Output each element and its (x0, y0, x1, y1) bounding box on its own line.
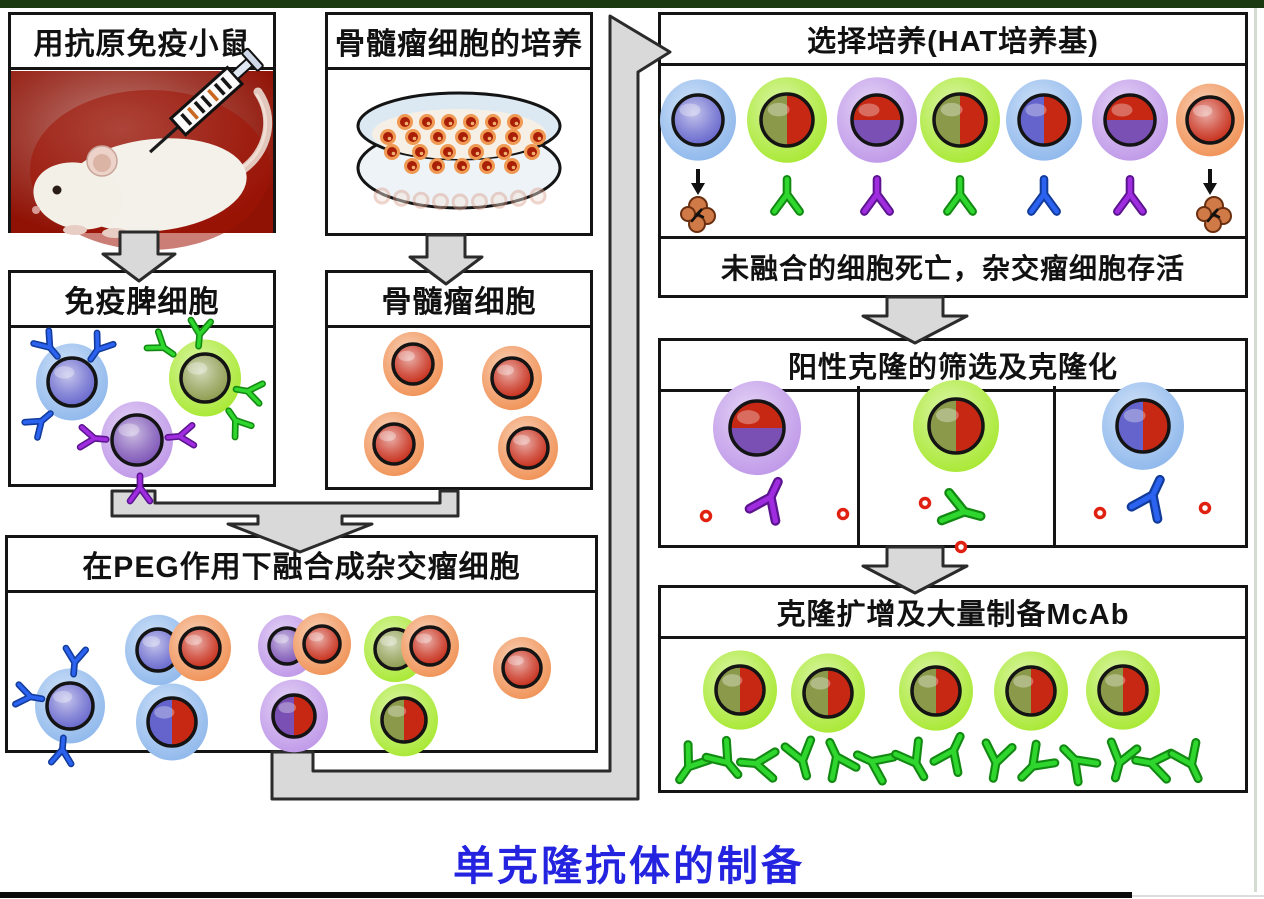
label: 骨髓瘤细胞 (381, 286, 537, 319)
box-immune-spleen-cells-title: 免疫脾细胞 (11, 273, 273, 328)
panel-hat-selection-title: 选择培养(HAT培养基) (661, 15, 1245, 66)
box-peg-fusion: 在PEG作用下融合成杂交瘤细胞 (5, 535, 598, 753)
label: 在PEG作用下融合成杂交瘤细胞 (82, 551, 521, 584)
box-myeloma-cells: 骨髓瘤细胞 (325, 270, 593, 490)
box-peg-fusion-title: 在PEG作用下融合成杂交瘤细胞 (8, 538, 595, 593)
label: 单克隆抗体的制备 (453, 843, 805, 889)
box-immune-spleen-cells: 免疫脾细胞 (8, 270, 276, 487)
label: 骨髓瘤细胞的培养 (335, 28, 583, 61)
label: 用抗原免疫小鼠 (33, 28, 251, 61)
hat-selection-note: 未融合的细胞死亡，杂交瘤细胞存活 (661, 236, 1245, 295)
box-immunize-mouse-title: 用抗原免疫小鼠 (11, 15, 273, 70)
panel-positive-clone-screen-title: 阳性克隆的筛选及克隆化 (661, 341, 1245, 392)
bottom-border-strip (0, 892, 1132, 898)
bottom-right-strip (1132, 895, 1264, 897)
box-immunize-mouse: 用抗原免疫小鼠 (8, 12, 276, 233)
panel-hat-selection: 选择培养(HAT培养基) 未融合的细胞死亡，杂交瘤细胞存活 (658, 12, 1248, 298)
box-myeloma-culture-title: 骨髓瘤细胞的培养 (328, 15, 590, 70)
down-arrow-icon (861, 295, 969, 345)
top-border-strip (0, 0, 1264, 8)
subpanel-divider (857, 386, 860, 545)
label: 选择培养(HAT培养基) (807, 26, 1099, 58)
box-myeloma-cells-title: 骨髓瘤细胞 (328, 273, 590, 328)
subpanel-divider (1053, 386, 1056, 545)
label: 免疫脾细胞 (64, 286, 220, 319)
panel-positive-clone-screen: 阳性克隆的筛选及克隆化 (658, 338, 1248, 548)
box-myeloma-culture: 骨髓瘤细胞的培养 (325, 12, 593, 236)
label: 克隆扩增及大量制备McAb (776, 599, 1130, 631)
diagram-caption: 单克隆抗体的制备 (0, 832, 1258, 892)
right-border-strip (1254, 8, 1257, 892)
label: 未融合的细胞死亡，杂交瘤细胞存活 (720, 253, 1185, 284)
panel-clone-expansion-title: 克隆扩增及大量制备McAb (661, 588, 1245, 639)
panel-clone-expansion: 克隆扩增及大量制备McAb (658, 585, 1248, 793)
label: 阳性克隆的筛选及克隆化 (787, 352, 1118, 384)
